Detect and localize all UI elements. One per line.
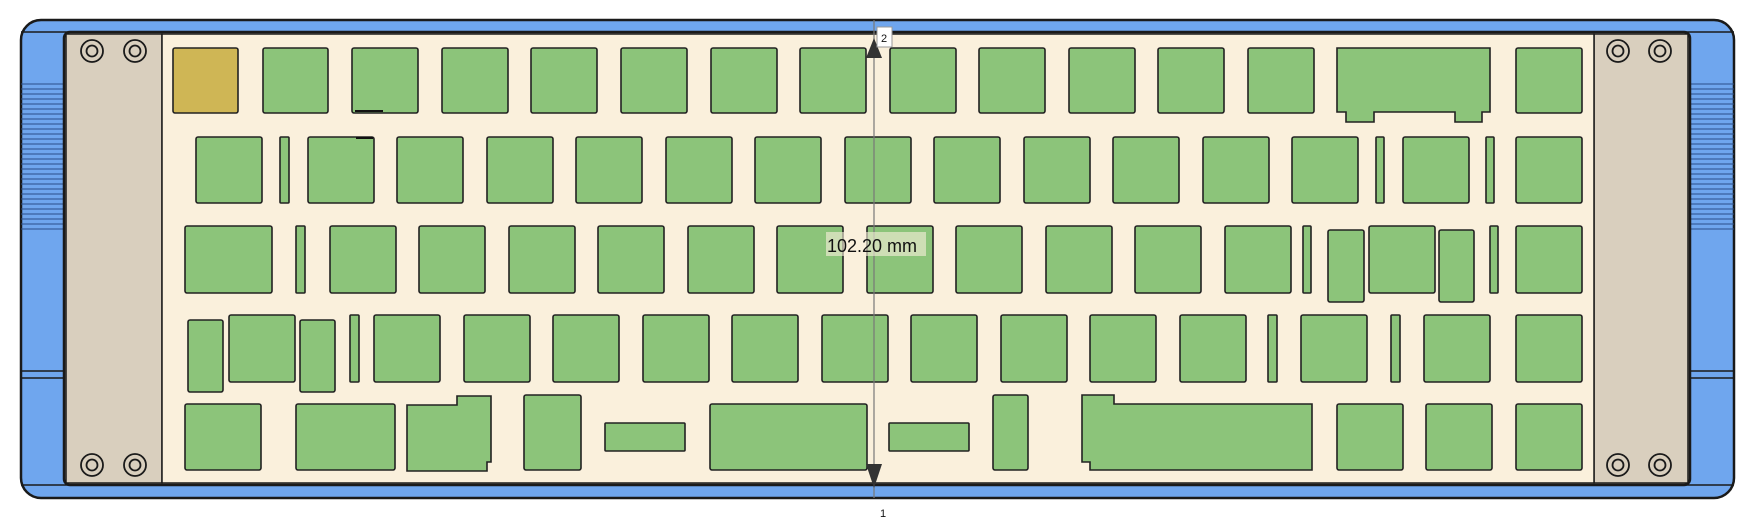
key-cutout bbox=[754, 136, 822, 204]
key-cutout bbox=[1291, 136, 1359, 204]
key-cutout bbox=[1089, 314, 1157, 383]
key-cutout bbox=[396, 136, 464, 204]
notch-marks bbox=[355, 110, 383, 139]
dimension-label: 102.20 mm bbox=[827, 236, 917, 256]
key-cutout bbox=[1045, 225, 1113, 294]
key-cutout bbox=[844, 136, 912, 204]
left-side-panel bbox=[65, 33, 163, 484]
key-cutout bbox=[1515, 403, 1583, 471]
key-cutout bbox=[821, 314, 889, 383]
key-cutout bbox=[1425, 403, 1493, 471]
key-cutout bbox=[665, 136, 733, 204]
key-cutout bbox=[1157, 47, 1225, 114]
stabilizer-slot bbox=[1390, 314, 1401, 383]
right-grip-ridges bbox=[1690, 83, 1734, 230]
key-cutout bbox=[642, 314, 710, 383]
key-cutout-modifier bbox=[406, 395, 492, 472]
key-cutout bbox=[1000, 314, 1068, 383]
key-cutout bbox=[955, 225, 1023, 294]
stabilizer-slot bbox=[1267, 314, 1278, 383]
key-cutout bbox=[295, 403, 396, 471]
key-cutout bbox=[1423, 314, 1491, 383]
key-cutout bbox=[523, 394, 582, 471]
key-cutout bbox=[373, 314, 441, 383]
key-cutout bbox=[1515, 136, 1583, 204]
stabilizer-slot bbox=[295, 225, 306, 294]
key-cutout bbox=[262, 47, 329, 114]
marker-bottom: 1 bbox=[880, 508, 886, 518]
stabilizer-slot bbox=[1489, 225, 1499, 294]
spacebar-cutout-left bbox=[709, 403, 868, 471]
key-cutout bbox=[1179, 314, 1247, 383]
key-cutout bbox=[299, 319, 336, 393]
key-cutout bbox=[1023, 136, 1091, 204]
key-cutout bbox=[992, 394, 1029, 471]
stabilizer-slot bbox=[1485, 136, 1495, 204]
marker-bottom-label: 1 bbox=[880, 508, 886, 518]
stabilizer-slot bbox=[1375, 136, 1385, 204]
key-cutout bbox=[508, 225, 576, 294]
stabilizer-slot bbox=[349, 314, 360, 383]
key-cutout bbox=[1438, 229, 1475, 303]
key-cutout bbox=[1300, 314, 1368, 383]
key-cutout bbox=[1247, 47, 1315, 114]
key-cutout bbox=[228, 314, 296, 383]
spacebar-stab-slot-left bbox=[604, 422, 686, 452]
left-grip-ridges bbox=[21, 83, 64, 230]
key-cutout bbox=[1134, 225, 1202, 294]
key-cutout bbox=[184, 225, 273, 294]
key-cutout bbox=[486, 136, 554, 204]
key-cutout bbox=[910, 314, 978, 383]
key-cutout bbox=[710, 47, 778, 114]
dimension-label-bg bbox=[826, 232, 926, 256]
key-cutout bbox=[889, 47, 957, 114]
key-cutout bbox=[195, 136, 263, 204]
key-cutout bbox=[552, 314, 620, 383]
key-cutout bbox=[1112, 136, 1180, 204]
key-cutout bbox=[1368, 225, 1436, 294]
key-cutout bbox=[463, 314, 531, 383]
spacebar-cutout-right bbox=[1081, 394, 1313, 471]
key-cutout bbox=[1515, 314, 1583, 383]
key-cutout bbox=[1336, 403, 1404, 471]
key-cutout bbox=[1515, 47, 1583, 114]
key-cutout bbox=[731, 314, 799, 383]
spacebar-stab-slot-right bbox=[888, 422, 970, 452]
key-cutout bbox=[1327, 229, 1365, 303]
stabilizer-slot bbox=[279, 136, 290, 204]
key-cutout bbox=[187, 319, 224, 393]
key-cutout bbox=[1202, 136, 1270, 204]
marker-top-label: 2 bbox=[881, 33, 887, 45]
key-cutout bbox=[329, 225, 397, 294]
key-cutout bbox=[530, 47, 598, 114]
key-cutouts bbox=[172, 47, 1583, 472]
key-cutout bbox=[184, 403, 262, 471]
key-cutout bbox=[307, 136, 375, 204]
marker-top: 2 bbox=[876, 26, 893, 48]
key-cutout bbox=[1224, 225, 1292, 294]
screw-icon-group bbox=[80, 39, 1672, 477]
key-cutout bbox=[575, 136, 643, 204]
key-cutout bbox=[933, 136, 1001, 204]
key-cutout-backspace bbox=[1336, 47, 1491, 123]
dimension-line bbox=[866, 20, 882, 498]
key-cutout bbox=[351, 47, 419, 114]
key-cutout bbox=[687, 225, 755, 294]
key-cutout bbox=[1515, 225, 1583, 294]
key-cutout bbox=[620, 47, 688, 114]
key-cutout-selected bbox=[172, 47, 239, 114]
stabilizer-slot bbox=[1302, 225, 1312, 294]
key-cutout bbox=[1402, 136, 1470, 204]
key-cutout bbox=[1068, 47, 1136, 114]
key-cutout bbox=[597, 225, 665, 294]
key-cutout bbox=[799, 47, 867, 114]
key-cutout bbox=[978, 47, 1046, 114]
key-cutout bbox=[441, 47, 509, 114]
key-cutout bbox=[418, 225, 486, 294]
right-side-panel bbox=[1593, 33, 1689, 484]
